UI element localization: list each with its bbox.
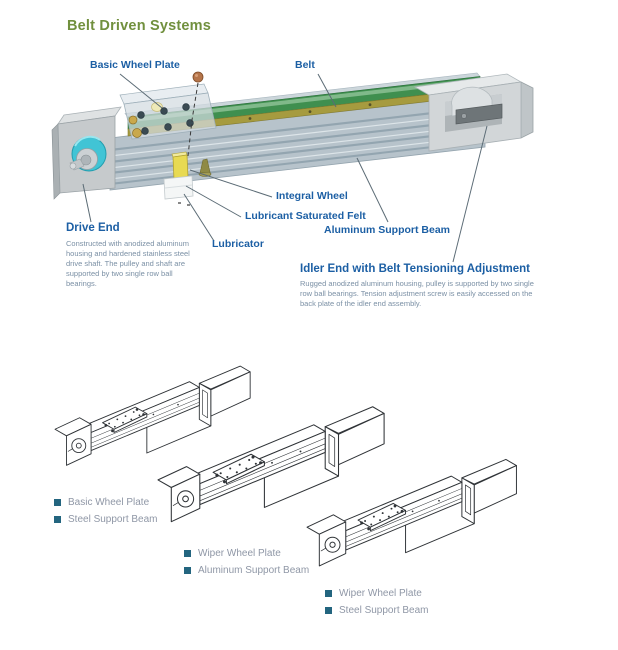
square-bullet-icon: [184, 567, 191, 574]
list-item: Wiper Wheel Plate: [184, 548, 309, 560]
square-bullet-icon: [54, 516, 61, 523]
list-item: Wiper Wheel Plate: [325, 588, 429, 600]
lubricator-knob-graphic: [187, 71, 204, 157]
list-item: Aluminum Support Beam: [184, 565, 309, 577]
square-bullet-icon: [54, 499, 61, 506]
label-basic-wheel-plate: Basic Wheel Plate: [90, 59, 180, 71]
grease-fitting-graphic: [198, 158, 212, 177]
list-item: Basic Wheel Plate: [54, 497, 158, 509]
variant-line-drawings: [54, 365, 517, 567]
list-item: Steel Support Beam: [325, 605, 429, 617]
square-bullet-icon: [325, 590, 332, 597]
feature-label: Wiper Wheel Plate: [339, 588, 422, 599]
idler-end-description: Rugged anodized aluminum housing, pulley…: [300, 279, 534, 308]
drive-end-description: Constructed with anodized aluminum housi…: [66, 239, 190, 288]
feature-label: Aluminum Support Beam: [198, 565, 310, 576]
label-aluminum-support-beam: Aluminum Support Beam: [324, 224, 451, 236]
variant-2-caption: Wiper Wheel Plate Aluminum Support Beam: [184, 548, 309, 577]
variant-1-caption: Basic Wheel Plate Steel Support Beam: [54, 497, 158, 526]
leader-lines: [82, 73, 488, 263]
idler-end-graphic: [413, 73, 534, 152]
feature-label: Steel Support Beam: [68, 514, 158, 525]
feature-label: Basic Wheel Plate: [68, 497, 150, 508]
wheel-plate-graphic: [119, 83, 217, 140]
label-integral-wheel: Integral Wheel: [276, 190, 348, 202]
lubricant-felt-graphic: [163, 175, 194, 206]
label-belt: Belt: [295, 59, 315, 71]
variant-3-caption: Wiper Wheel Plate Steel Support Beam: [325, 588, 429, 617]
feature-label: Steel Support Beam: [339, 605, 429, 616]
square-bullet-icon: [184, 550, 191, 557]
label-lubricant-felt: Lubricant Saturated Felt: [245, 210, 366, 222]
actuator-line-drawing-1: [54, 365, 251, 466]
page-title: Belt Driven Systems: [67, 18, 212, 34]
drive-end-heading: Drive End: [66, 222, 120, 234]
list-item: Steel Support Beam: [54, 514, 158, 526]
integral-wheel-graphic: [171, 151, 189, 181]
square-bullet-icon: [325, 607, 332, 614]
drive-end-graphic: [51, 106, 122, 200]
label-lubricator: Lubricator: [212, 238, 264, 250]
belt-drive-illustration: [51, 71, 534, 263]
idler-end-heading: Idler End with Belt Tensioning Adjustmen…: [300, 263, 530, 275]
feature-label: Wiper Wheel Plate: [198, 548, 281, 559]
